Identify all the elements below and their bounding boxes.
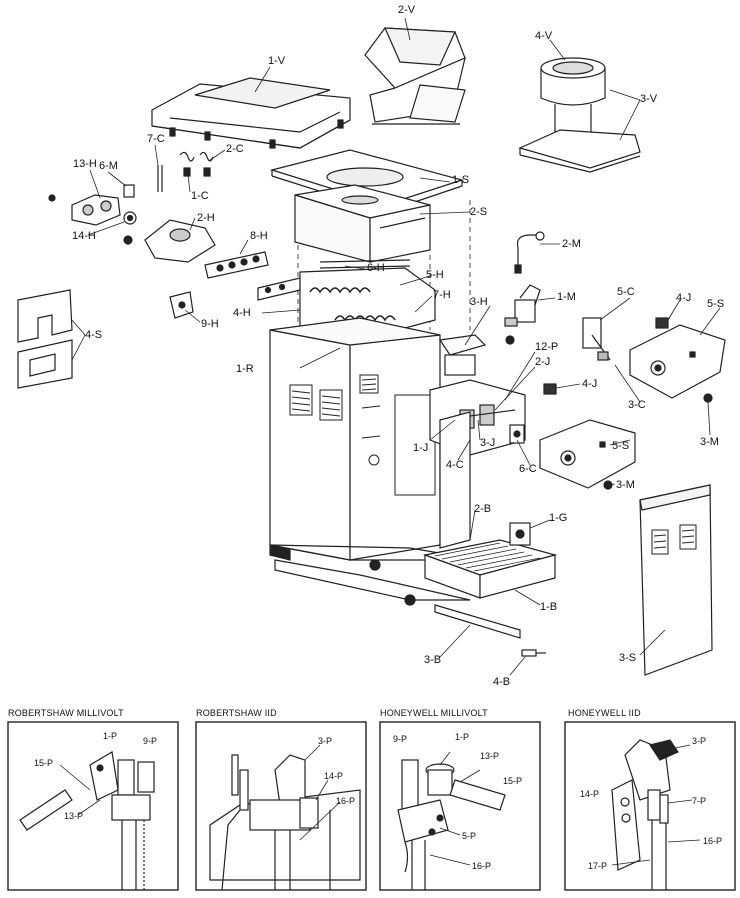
washer-14h bbox=[123, 211, 137, 225]
control-panel-5s-lower bbox=[539, 419, 636, 490]
label-4s: 4-S bbox=[85, 329, 103, 341]
label-3m-upper: 3-M bbox=[700, 436, 719, 448]
control-panel-5s-upper bbox=[629, 324, 726, 403]
p3-label-1p: 1-P bbox=[455, 732, 470, 742]
label-2h: 2-H bbox=[197, 212, 215, 224]
label-4j-middle: 4-J bbox=[582, 378, 598, 390]
detail-honeywell-millivolt bbox=[397, 751, 506, 890]
panel-title-honeywell-iid: HONEYWELL IID bbox=[568, 708, 641, 718]
label-1s: 1-S bbox=[452, 174, 470, 186]
panel-title-honeywell-millivolt: HONEYWELL MILLIVOLT bbox=[380, 708, 488, 718]
p1-label-9p: 9-P bbox=[143, 736, 158, 746]
draft-hood-2v bbox=[364, 27, 466, 125]
label-3h: 3-H bbox=[470, 296, 488, 308]
flue-bracket-3h bbox=[438, 334, 487, 376]
shroud-2s bbox=[294, 184, 431, 263]
panel-title-robertshaw-iid: ROBERTSHAW IID bbox=[196, 708, 277, 718]
control-5c bbox=[582, 317, 611, 361]
junction-4j-middle bbox=[543, 383, 557, 395]
p4-label-7p: 7-P bbox=[692, 796, 707, 806]
label-3s: 3-S bbox=[619, 652, 637, 664]
p2-label-14p: 14-P bbox=[324, 771, 344, 781]
main-cabinet bbox=[269, 317, 481, 606]
header-13h bbox=[48, 194, 121, 226]
p1-label-13p: 13-P bbox=[64, 811, 84, 821]
label-5s-lower: 5-S bbox=[612, 440, 630, 452]
label-2b: 2-B bbox=[474, 503, 492, 515]
label-6h: 6-H bbox=[367, 262, 385, 274]
side-panels-4s bbox=[17, 289, 73, 389]
gasket-8h bbox=[204, 251, 269, 279]
burner-rail-3b bbox=[434, 604, 521, 639]
panel-title-robertshaw-millivolt: ROBERTSHAW MILLIVOLT bbox=[8, 708, 124, 718]
leader-lines bbox=[71, 17, 721, 676]
thermostat-bulb-2m bbox=[514, 231, 545, 274]
label-6c: 6-C bbox=[519, 463, 537, 475]
label-4h: 4-H bbox=[233, 307, 251, 319]
label-1r: 1-R bbox=[236, 363, 254, 375]
control-6c bbox=[509, 424, 525, 444]
label-5h: 5-H bbox=[426, 269, 444, 281]
label-7h: 7-H bbox=[433, 289, 451, 301]
label-9h: 9-H bbox=[201, 318, 219, 330]
gas-valve-1m bbox=[504, 284, 541, 345]
label-14h: 14-H bbox=[72, 230, 96, 242]
junction-4j-upper bbox=[655, 317, 669, 329]
label-13h: 13-H bbox=[73, 158, 97, 170]
label-1c: 1-C bbox=[191, 190, 209, 202]
p3-label-15p: 15-P bbox=[503, 776, 523, 786]
label-3b: 3-B bbox=[424, 654, 442, 666]
label-2j: 2-J bbox=[535, 356, 551, 368]
label-4v: 4-V bbox=[535, 30, 553, 42]
sensor-6m bbox=[123, 184, 135, 198]
label-4b: 4-B bbox=[493, 676, 511, 688]
detail-honeywell-iid bbox=[611, 739, 701, 890]
detail-robertshaw-millivolt bbox=[19, 751, 155, 890]
label-2s: 2-S bbox=[470, 206, 488, 218]
p4-label-16p: 16-P bbox=[703, 836, 723, 846]
p4-label-14p: 14-P bbox=[580, 789, 600, 799]
p2-label-16p: 16-P bbox=[336, 796, 356, 806]
label-4c: 4-C bbox=[446, 459, 464, 471]
p2-label-3p: 3-P bbox=[318, 736, 333, 746]
label-2m: 2-M bbox=[562, 238, 581, 250]
label-2v: 2-V bbox=[398, 4, 416, 16]
p3-label-13p: 13-P bbox=[480, 751, 500, 761]
label-6m: 6-M bbox=[99, 160, 118, 172]
label-5s-upper: 5-S bbox=[707, 298, 725, 310]
vent-top-1v bbox=[151, 77, 351, 149]
label-3j: 3-J bbox=[480, 437, 496, 449]
p3-label-9p: 9-P bbox=[393, 734, 408, 744]
label-12p: 12-P bbox=[535, 341, 559, 353]
label-5c: 5-C bbox=[617, 286, 635, 298]
screw-4b bbox=[521, 649, 546, 657]
p1-label-1p: 1-P bbox=[103, 731, 118, 741]
label-1j: 1-J bbox=[413, 442, 429, 454]
label-7c: 7-C bbox=[147, 133, 165, 145]
p1-label-15p: 15-P bbox=[34, 758, 54, 768]
label-1v: 1-V bbox=[268, 55, 286, 67]
label-2c: 2-C bbox=[226, 143, 244, 155]
control-box-j bbox=[429, 379, 526, 549]
label-3c: 3-C bbox=[628, 399, 646, 411]
label-1m: 1-M bbox=[557, 291, 576, 303]
label-1b: 1-B bbox=[540, 601, 558, 613]
p3-label-5p: 5-P bbox=[462, 831, 477, 841]
header-2h bbox=[123, 219, 216, 263]
p4-label-3p: 3-P bbox=[692, 736, 707, 746]
p3-label-16p: 16-P bbox=[472, 861, 492, 871]
label-1g: 1-G bbox=[549, 512, 568, 524]
detail-robertshaw-iid bbox=[209, 744, 361, 891]
burner-tray-b bbox=[422, 522, 558, 599]
label-3v: 3-V bbox=[640, 93, 658, 105]
label-3m-lower: 3-M bbox=[616, 479, 635, 491]
label-8h: 8-H bbox=[250, 230, 268, 242]
vent-cap-4v bbox=[518, 57, 641, 173]
p4-label-17p: 17-P bbox=[588, 861, 608, 871]
label-4j-upper: 4-J bbox=[676, 292, 692, 304]
door-3s bbox=[639, 484, 713, 676]
sensors-c bbox=[157, 151, 214, 192]
